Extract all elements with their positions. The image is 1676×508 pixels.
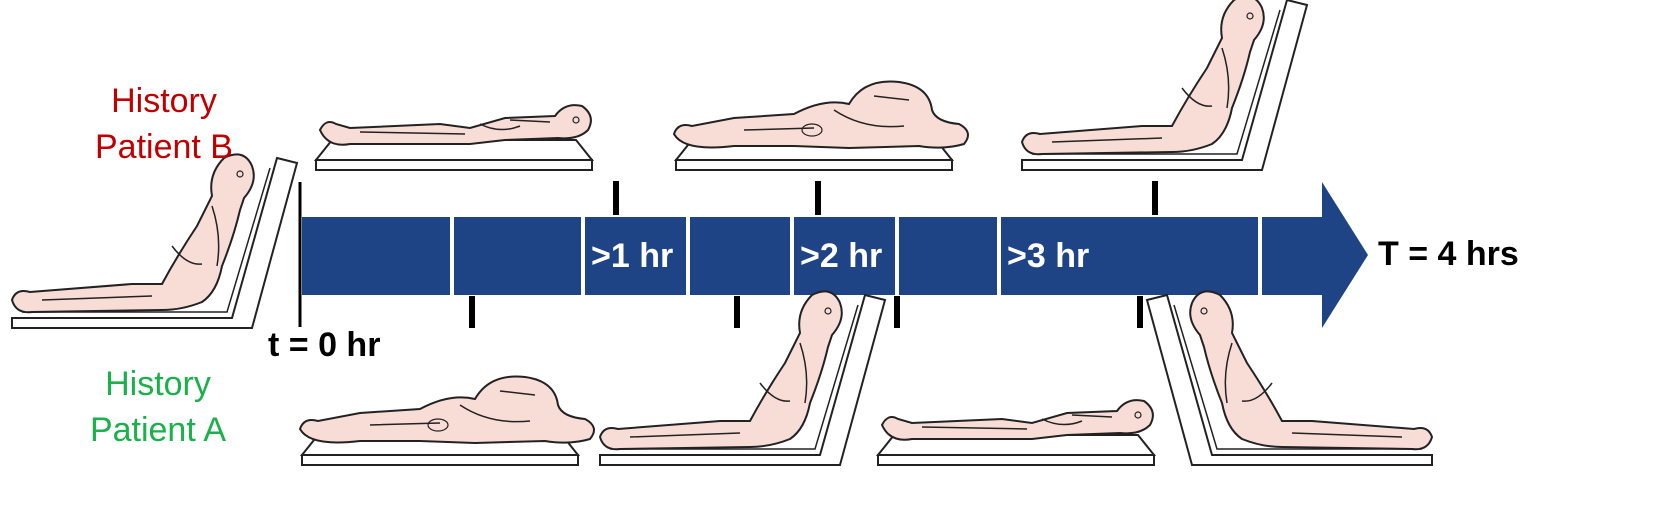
patient-b-label: History Patient B [54,78,274,170]
segment-dividers [450,217,1262,295]
patient-a-ticks [469,296,1143,328]
interval-label-2hr: >2 hr [800,237,883,275]
patient-a-reclined-figure-mirrored [1146,290,1433,466]
start-time-label: t = 0 hr [268,326,381,364]
interval-label-3hr: >3 hr [1007,237,1090,275]
patient-a-supine-figure [877,399,1155,466]
timeline-arrow [302,182,1368,328]
patient-a-label-line2: Patient A [89,411,227,449]
patient-b-ticks [613,181,1158,215]
end-time-label: T = 4 hrs [1378,235,1519,273]
patient-b-reclined-figure [1021,0,1308,171]
patient-b-label-line2: Patient B [95,128,233,166]
patient-a-label: History Patient A [48,361,268,453]
patient-b-lateral-figure [673,80,969,171]
patient-a-lateral-figure [299,375,595,466]
initial-reclined-patient [11,153,298,329]
patient-a-label-line1: History [105,365,211,403]
patient-b-label-line1: History [111,82,217,120]
interval-label-1hr: >1 hr [591,237,674,275]
patient-b-supine-figure [315,104,593,171]
patient-a-reclined-figure [599,290,886,466]
